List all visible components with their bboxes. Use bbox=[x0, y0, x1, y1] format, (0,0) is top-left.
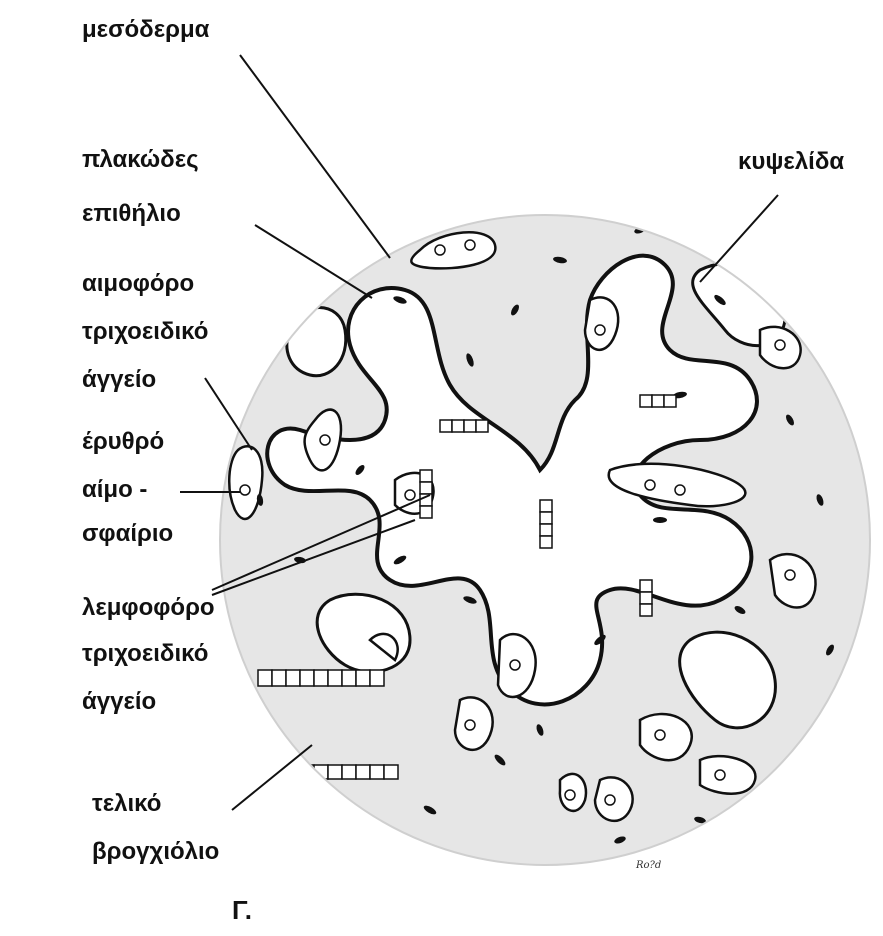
label-blood-capillary-line3: άγγείο bbox=[82, 366, 156, 394]
label-red-blood-cell-line2: αίμο - bbox=[82, 476, 147, 504]
label-lymph-capillary-line3: άγγείο bbox=[82, 688, 156, 716]
label-squamous-epithelium-line1: πλακώδες bbox=[82, 146, 199, 174]
label-red-blood-cell-line1: έρυθρό bbox=[82, 428, 164, 456]
label-terminal-bronchiole-line1: τελικό bbox=[92, 790, 161, 818]
figure-letter: Γ. bbox=[232, 896, 252, 924]
label-lymph-capillary-line1: λεμφοφόρο bbox=[82, 594, 215, 622]
alveolar-sac-upper-left bbox=[287, 308, 346, 376]
label-lymph-capillary-line2: τριχοειδικό bbox=[82, 640, 208, 668]
label-terminal-bronchiole-line2: βρογχιόλιο bbox=[92, 838, 219, 866]
label-alveolus: κυψελίδα bbox=[738, 148, 844, 176]
artist-signature: Ro?d bbox=[636, 860, 661, 871]
label-squamous-epithelium-line2: επιθήλιο bbox=[82, 200, 181, 228]
leader-alveolus bbox=[700, 195, 778, 282]
leader-squamous-epithelium bbox=[255, 225, 372, 298]
leader-terminal-bronchiole bbox=[232, 745, 312, 810]
leader-mesoderm bbox=[240, 55, 390, 258]
label-mesoderm: μεσόδερμα bbox=[82, 16, 209, 44]
label-blood-capillary-line2: τριχοειδικό bbox=[82, 318, 208, 346]
label-blood-capillary-line1: αιμοφόρο bbox=[82, 270, 194, 298]
label-red-blood-cell-line3: σφαίριο bbox=[82, 520, 173, 548]
